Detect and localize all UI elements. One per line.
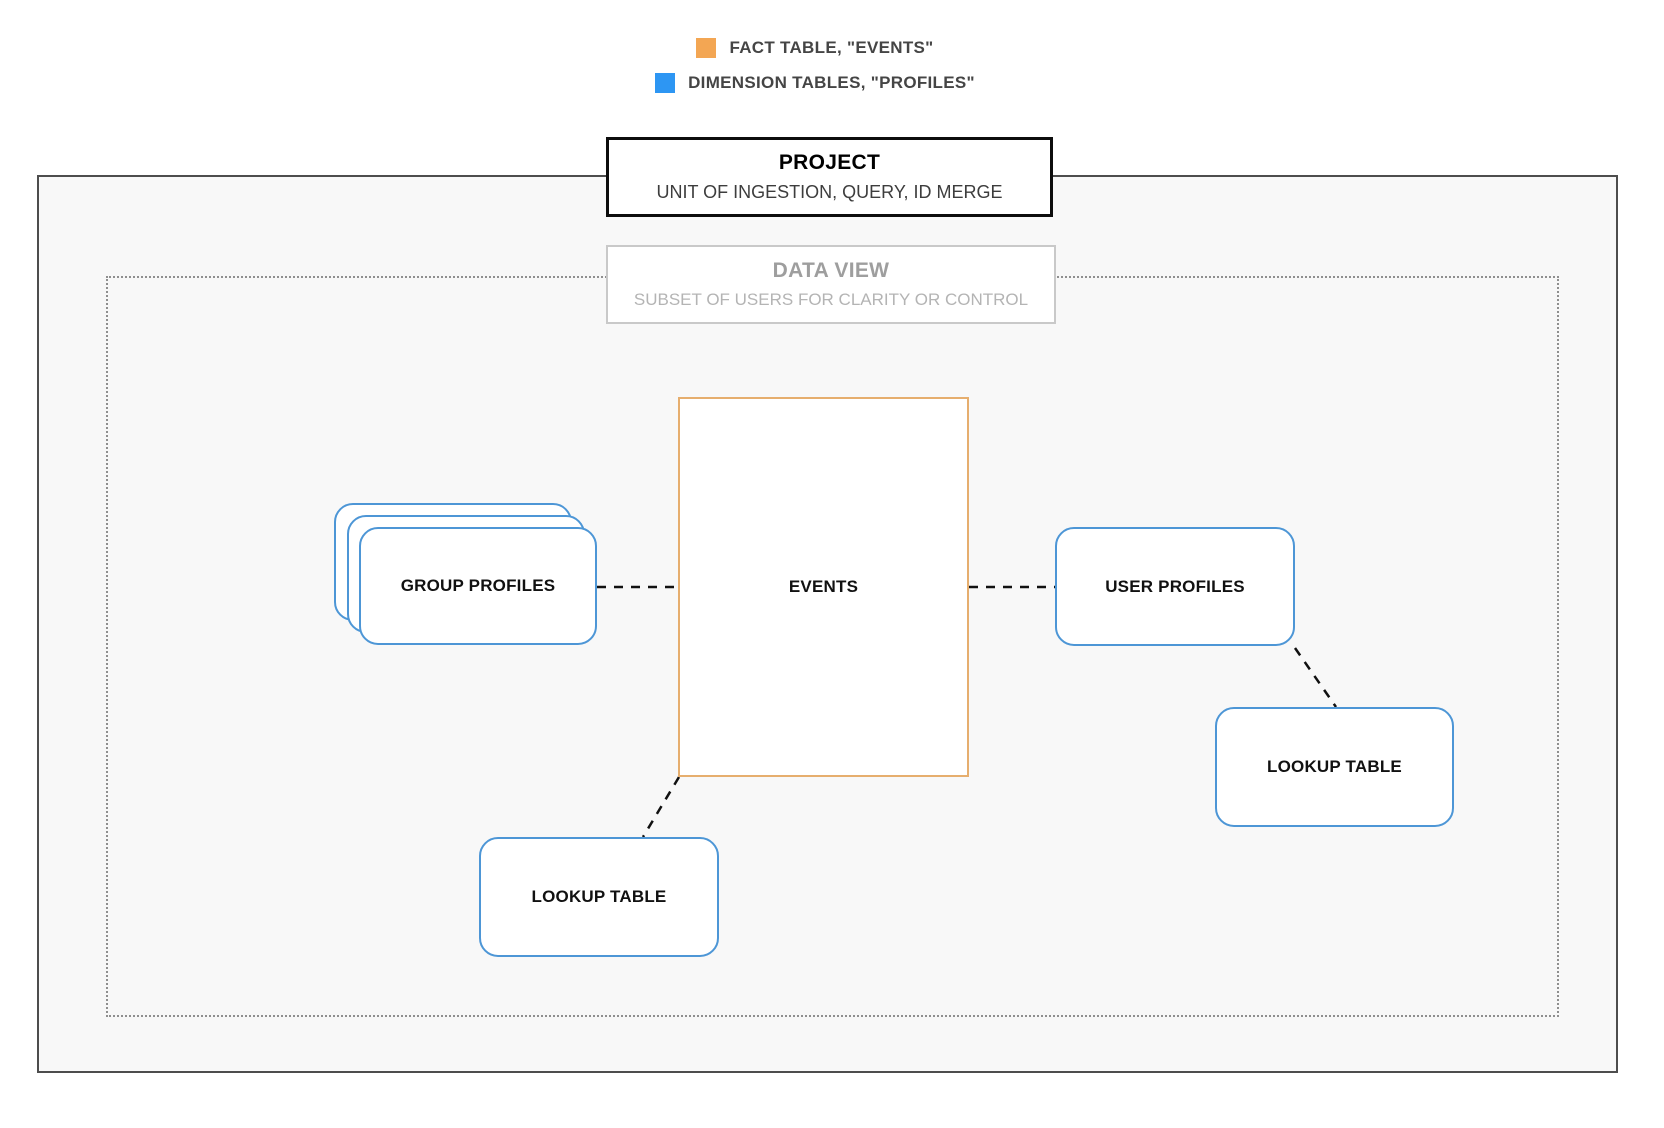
data-view-subtitle: SUBSET OF USERS FOR CLARITY OR CONTROL <box>633 290 1029 309</box>
node-lookup-table-right-label: LOOKUP TABLE <box>1267 757 1402 776</box>
node-lookup-table-bottom-label: LOOKUP TABLE <box>531 887 667 906</box>
node-events-label: EVENTS <box>788 577 859 596</box>
dimension-tables-color-swatch-icon <box>655 73 676 93</box>
fact-table-color-swatch-icon <box>696 38 717 58</box>
node-group-profiles: GROUP PROFILES <box>359 527 597 645</box>
data-view-title-box: DATA VIEW SUBSET OF USERS FOR CLARITY OR… <box>606 245 1056 324</box>
legend-item-fact-table: FACT TABLE, "EVENTS" <box>696 38 933 58</box>
node-user-profiles-label: USER PROFILES <box>1105 576 1245 596</box>
node-lookup-table-right: LOOKUP TABLE <box>1215 707 1454 827</box>
project-title: PROJECT <box>778 151 881 174</box>
project-title-box: PROJECT UNIT OF INGESTION, QUERY, ID MER… <box>606 137 1053 217</box>
node-user-profiles: USER PROFILES <box>1055 527 1295 646</box>
legend: FACT TABLE, "EVENTS" DIMENSION TABLES, "… <box>0 38 1630 93</box>
node-lookup-table-bottom: LOOKUP TABLE <box>479 837 719 957</box>
legend-label-fact-table: FACT TABLE, "EVENTS" <box>729 38 934 57</box>
legend-item-dimension-tables: DIMENSION TABLES, "PROFILES" <box>655 73 975 93</box>
node-group-profiles-label: GROUP PROFILES <box>400 576 556 595</box>
project-subtitle: UNIT OF INGESTION, QUERY, ID MERGE <box>656 182 1003 202</box>
data-view-title: DATA VIEW <box>772 259 890 282</box>
legend-label-dimension-tables: DIMENSION TABLES, "PROFILES" <box>688 73 975 92</box>
node-events: EVENTS <box>678 397 969 777</box>
